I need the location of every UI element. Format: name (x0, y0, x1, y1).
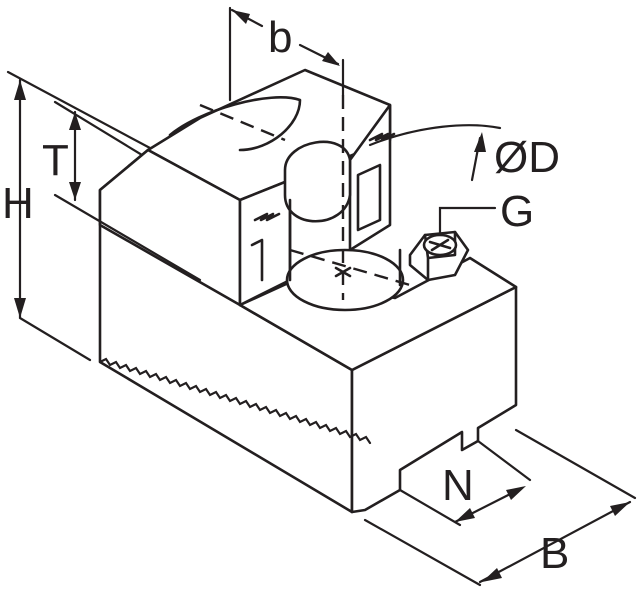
label-D: ØD (494, 133, 560, 182)
bore-ellipse-bottom (285, 248, 405, 312)
jaw-body (98, 68, 518, 514)
dimension-lines (6, 6, 637, 587)
label-H: H (2, 179, 34, 228)
centerline-top (199, 103, 286, 142)
label-N: N (442, 461, 474, 510)
label-b: b (268, 13, 292, 62)
bore-walls (288, 198, 402, 287)
center-cross (334, 266, 352, 278)
top-arc (168, 96, 302, 152)
slot-serrations-left (250, 212, 281, 282)
bore-cylinder (283, 140, 352, 223)
label-G: G (500, 187, 534, 236)
front-face (350, 285, 518, 514)
serration-teeth (98, 357, 372, 445)
hex-bolt (408, 230, 470, 282)
label-B: B (540, 529, 569, 578)
label-T: T (42, 136, 69, 185)
